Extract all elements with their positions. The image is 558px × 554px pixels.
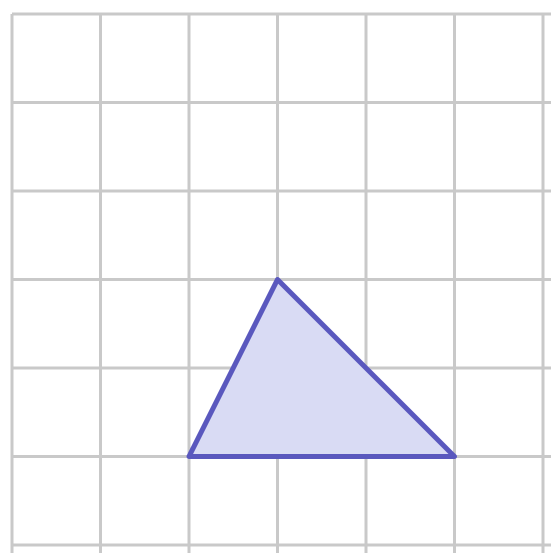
triangle-shape bbox=[186, 277, 457, 459]
